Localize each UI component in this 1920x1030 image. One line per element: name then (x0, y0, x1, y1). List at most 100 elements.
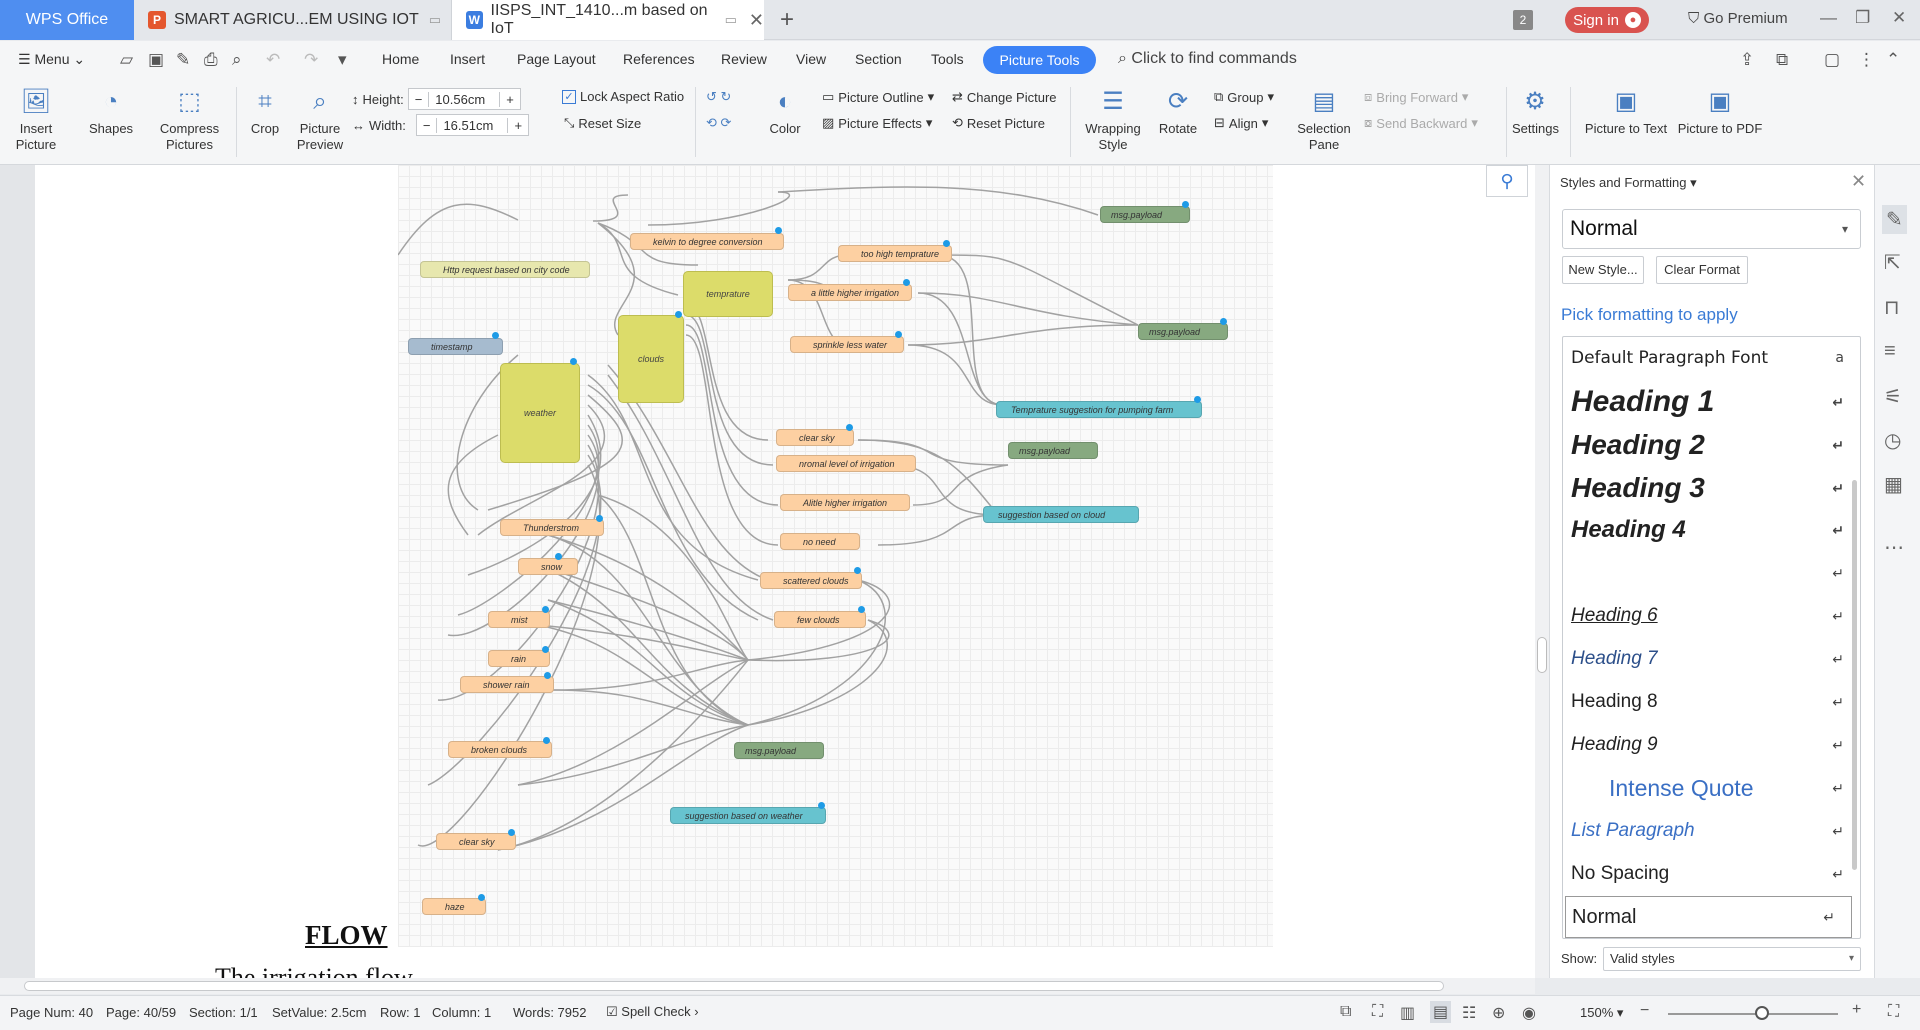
crop-button[interactable]: ⌗Crop (244, 87, 286, 137)
group-button[interactable]: ⧉Group▾ (1214, 89, 1274, 105)
menu-page-layout[interactable]: Page Layout (517, 51, 596, 67)
more-icon[interactable]: ⋯ (1884, 537, 1904, 559)
reset-size-button[interactable]: ⤡Reset Size (564, 115, 641, 131)
styles-panel-title[interactable]: Styles and Formatting ▾ (1560, 175, 1697, 191)
more-options-icon[interactable]: ⋮ (1858, 50, 1875, 69)
rotate-button[interactable]: ⟳Rotate (1152, 87, 1204, 137)
style-item-no-spacing[interactable]: No Spacing↵ (1571, 853, 1860, 895)
new-style-button[interactable]: New Style... (1562, 256, 1644, 284)
menu-button[interactable]: ☰ Menu ⌄ (18, 51, 85, 68)
comment-icon[interactable]: ▢ (1824, 50, 1841, 69)
menu-view[interactable]: View (796, 51, 827, 67)
save-icon[interactable]: ▣ (148, 50, 165, 69)
menu-insert[interactable]: Insert (450, 51, 486, 67)
vertical-scroll-thumb[interactable] (1537, 637, 1547, 673)
collapse-ribbon-icon[interactable]: ⌃ (1886, 50, 1901, 69)
fit-page-icon[interactable]: ⛶ (1888, 1003, 1900, 1020)
insert-picture-button[interactable]: 🖼Insert Picture (10, 87, 62, 153)
style-item-heading-8[interactable]: Heading 8↵ (1571, 681, 1860, 723)
tab-picture-tools[interactable]: Picture Tools (983, 46, 1096, 74)
zoom-slider-handle[interactable] (1755, 1006, 1769, 1020)
format-painter-icon[interactable]: ✎ (176, 50, 191, 69)
status-page-num[interactable]: Page Num: 40 (10, 1005, 94, 1020)
compress-pictures-button[interactable]: ⬚Compress Pictures (152, 87, 227, 153)
picture-to-pdf-button[interactable]: ▣Picture to PDF (1676, 87, 1764, 137)
page-view-icon[interactable]: ▤ (1430, 1001, 1452, 1023)
status-setvalue[interactable]: SetValue: 2.5cm (272, 1005, 367, 1020)
style-item-intense-quote[interactable]: Intense Quote↵ (1571, 767, 1860, 809)
bring-forward-button[interactable]: ⧈Bring Forward▾ (1364, 89, 1468, 105)
style-item-normal[interactable]: Normal↵ (1565, 896, 1852, 938)
edit-styles-icon[interactable]: ✎ (1882, 205, 1907, 234)
zoom-in-icon[interactable]: + (1852, 1001, 1862, 1018)
close-tab-icon[interactable]: ✕ (748, 9, 764, 30)
decrease-icon[interactable]: − (422, 117, 431, 133)
open-folder-icon[interactable]: ▱ (120, 50, 134, 69)
height-stepper[interactable]: −10.56cm+ (407, 88, 521, 110)
status-words[interactable]: Words: 7952 (513, 1005, 587, 1020)
picture-outline-button[interactable]: ▭Picture Outline▾ (822, 89, 934, 105)
style-item-heading-5[interactable]: ↵ (1571, 552, 1860, 594)
node-red-flow-picture[interactable]: Http request based on city code timestam… (398, 165, 1273, 947)
doc-mode-icon[interactable]: ⧉ (1340, 1003, 1352, 1020)
width-field[interactable]: 16.51cm (436, 117, 509, 133)
picture-to-text-button[interactable]: ▣Picture to Text (1580, 87, 1672, 137)
show-styles-select[interactable]: Valid styles▾ (1603, 947, 1861, 971)
style-item-list-paragraph[interactable]: List Paragraph↵ (1571, 810, 1860, 852)
status-row[interactable]: Row: 1 (380, 1005, 421, 1020)
align-button[interactable]: ⊟Align▾ (1214, 115, 1268, 131)
document-list-icon[interactable]: ≡ (1884, 340, 1896, 362)
select-cursor-icon[interactable]: ⇱ (1884, 252, 1901, 274)
tab-document-2[interactable]: W IISPS_INT_1410...m based on IoT ▭ ✕ (452, 0, 764, 40)
style-item-heading-2[interactable]: Heading 2↵ (1571, 424, 1860, 466)
reset-picture-button[interactable]: ⟲Reset Picture (952, 115, 1045, 131)
decrease-icon[interactable]: − (414, 91, 423, 107)
clear-format-button[interactable]: Clear Format (1656, 256, 1748, 284)
menu-section[interactable]: Section (855, 51, 902, 67)
style-item-heading-9[interactable]: Heading 9↵ (1571, 724, 1860, 766)
go-premium-button[interactable]: ⛉ Go Premium (1688, 10, 1788, 27)
horizontal-scroll-thumb[interactable] (24, 981, 1444, 991)
sign-in-button[interactable]: Sign in● (1565, 7, 1649, 33)
picture-preview-button[interactable]: ⌕Picture Preview (292, 87, 348, 153)
web-view-icon[interactable]: ⊕ (1492, 1005, 1506, 1022)
outline-view-icon[interactable]: ☷ (1462, 1005, 1477, 1022)
redo-icon[interactable]: ↷ (304, 50, 319, 69)
color-button[interactable]: ◐Color (762, 87, 808, 137)
lock-icon[interactable]: ⊓ (1884, 297, 1900, 319)
send-backward-button[interactable]: ⧇Send Backward▾ (1364, 115, 1478, 131)
style-list-scrollbar[interactable] (1852, 480, 1857, 870)
increase-icon[interactable]: + (506, 91, 514, 107)
share-icon[interactable]: ⇪ (1740, 50, 1755, 69)
picture-effects-button[interactable]: ▨Picture Effects▾ (822, 115, 932, 131)
increase-icon[interactable]: + (514, 117, 523, 133)
flip-icon[interactable]: ⟲ ⟳ (706, 115, 732, 130)
reading-mode-icon[interactable]: ▥ (1400, 1005, 1416, 1022)
menu-tools[interactable]: Tools (931, 51, 964, 67)
print-preview-icon[interactable]: ⌕ (232, 50, 242, 69)
new-tab-button[interactable]: + (780, 6, 795, 33)
restore-button[interactable]: ❐ (1855, 8, 1871, 27)
style-item-heading-3[interactable]: Heading 3↵ (1571, 467, 1860, 509)
command-search[interactable]: ⌕ Click to find commands (1118, 50, 1297, 68)
location-pin-icon[interactable]: ⚲ (1486, 165, 1528, 197)
lock-aspect-checkbox[interactable]: ✓Lock Aspect Ratio (562, 89, 684, 104)
undo-icon[interactable]: ↶ (266, 50, 281, 69)
sliders-icon[interactable]: ⚟ (1884, 386, 1902, 408)
print-icon[interactable]: ⎙ (204, 50, 218, 69)
width-stepper[interactable]: −16.51cm + (415, 114, 530, 136)
menu-review[interactable]: Review (721, 51, 767, 67)
current-style-select[interactable]: Normal▾ (1562, 209, 1861, 249)
vertical-scrollbar[interactable] (1535, 165, 1549, 978)
style-item-heading-6[interactable]: Heading 6↵ (1571, 595, 1860, 637)
spell-check-button[interactable]: ☑ Spell Check › (606, 1004, 699, 1020)
close-panel-icon[interactable]: ✕ (1851, 171, 1867, 191)
status-section[interactable]: Section: 1/1 (189, 1005, 258, 1020)
settings-button[interactable]: ⚙Settings (1512, 87, 1559, 137)
minimize-button[interactable]: — (1820, 8, 1837, 27)
fullscreen-icon[interactable]: ⛶ (1372, 1003, 1384, 1020)
tab-wps-office[interactable]: WPS Office (0, 0, 134, 40)
status-page[interactable]: Page: 40/59 (106, 1005, 177, 1020)
menu-references[interactable]: References (623, 51, 695, 67)
